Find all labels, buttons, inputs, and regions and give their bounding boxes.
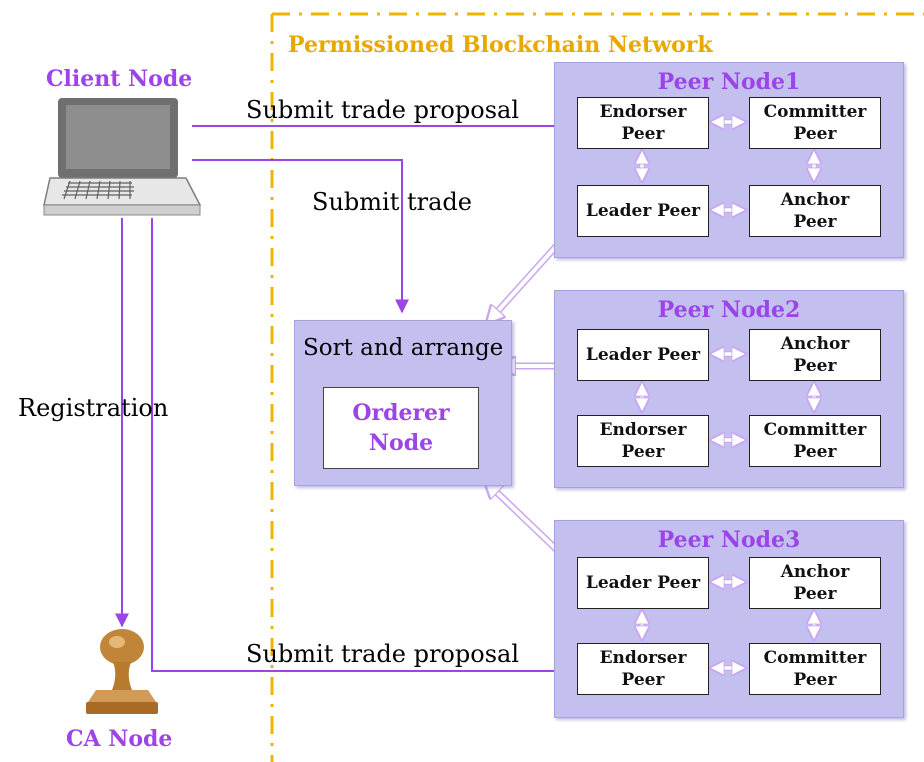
stamp-icon <box>86 629 158 714</box>
endorser-peer: Endorser Peer <box>577 415 709 467</box>
edge-label-submit-trade: Submit trade <box>312 188 472 216</box>
peer-node-3-title: Peer Node3 <box>657 527 801 553</box>
orderer-panel: Sort and arrange Orderer Node <box>294 320 512 486</box>
peer-node-2: Peer Node2 Leader Peer Anchor Peer Endor… <box>554 290 904 488</box>
laptop-icon <box>43 98 202 216</box>
anchor-peer: Anchor Peer <box>749 329 881 381</box>
committer-peer: Committer Peer <box>749 415 881 467</box>
ca-node-label: CA Node <box>66 726 173 752</box>
committer-peer: Committer Peer <box>749 643 881 695</box>
orderer-node: Orderer Node <box>323 387 479 469</box>
edge-label-submit-proposal-top: Submit trade proposal <box>246 96 519 124</box>
anchor-peer: Anchor Peer <box>749 557 881 609</box>
peer-node-1: Peer Node1 Endorser Peer Committer Peer … <box>554 62 904 258</box>
endorser-peer: Endorser Peer <box>577 643 709 695</box>
peer-node-2-title: Peer Node2 <box>657 297 801 323</box>
leader-peer: Leader Peer <box>577 557 709 609</box>
edge-submit-trade <box>192 159 409 314</box>
anchor-peer: Anchor Peer <box>749 185 881 237</box>
peer-node-1-title: Peer Node1 <box>657 69 801 95</box>
edge-submit-proposal-bottom <box>151 218 576 678</box>
peer-node-3: Peer Node3 Leader Peer Anchor Peer Endor… <box>554 520 904 718</box>
network-title: Permissioned Blockchain Network <box>288 32 713 58</box>
edge-label-registration: Registration <box>18 394 169 422</box>
network-boundary <box>270 12 924 762</box>
client-node-label: Client Node <box>46 66 193 92</box>
leader-peer: Leader Peer <box>577 185 709 237</box>
edge-label-submit-proposal-bottom: Submit trade proposal <box>246 640 519 668</box>
endorser-peer: Endorser Peer <box>577 97 709 149</box>
orderer-caption: Sort and arrange <box>303 335 504 361</box>
leader-peer: Leader Peer <box>577 329 709 381</box>
committer-peer: Committer Peer <box>749 97 881 149</box>
